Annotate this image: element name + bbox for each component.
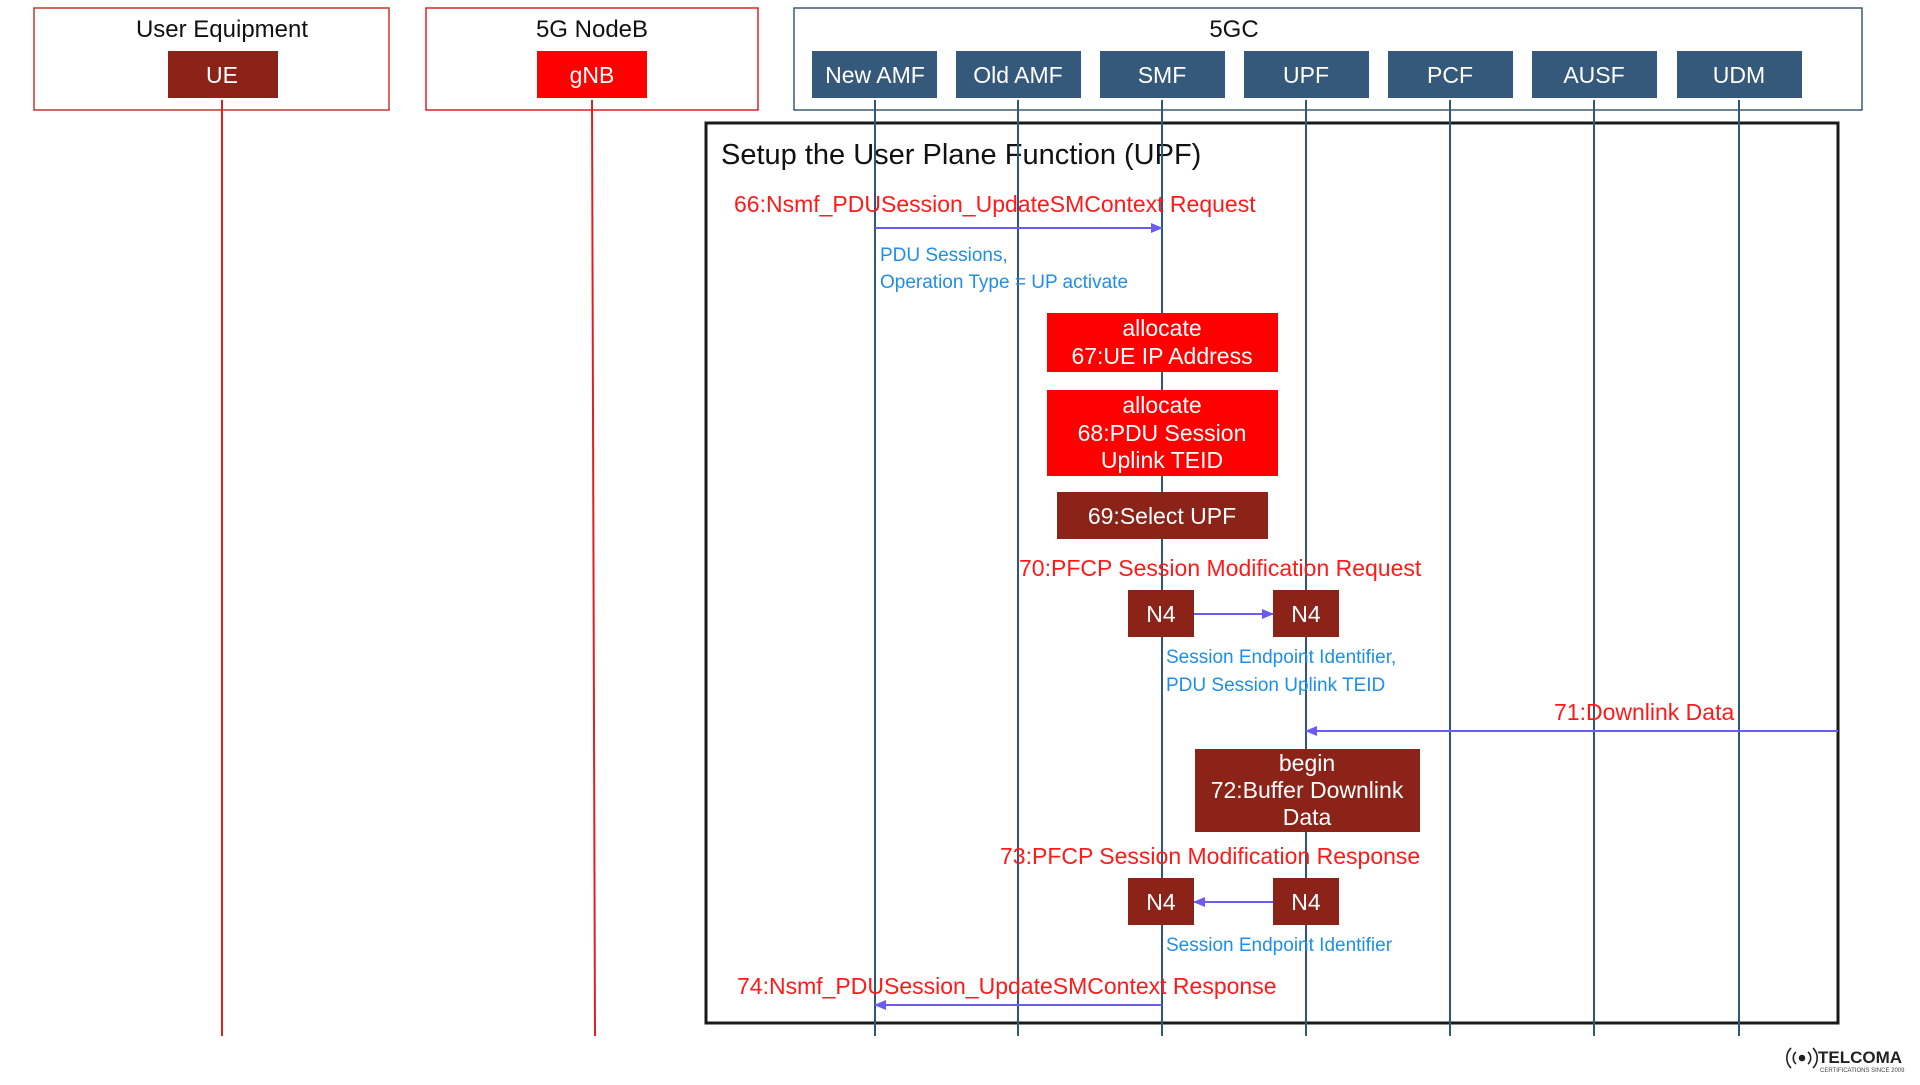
node-udm: UDM: [1677, 51, 1802, 98]
logo-name: TELCOMA: [1818, 1048, 1902, 1067]
node-ausf: AUSF: [1532, 51, 1657, 98]
action-72-box: begin 72:Buffer Downlink Data: [1195, 749, 1420, 832]
action-72-line2: 72:Buffer Downlink: [1211, 777, 1404, 803]
action-68-line2: 68:PDU Session: [1078, 420, 1247, 446]
n4-upf-response-label: N4: [1291, 889, 1321, 915]
lifeline-gnb: [591, 99, 596, 1037]
message-71-label: 71:Downlink Data: [1554, 699, 1734, 725]
action-67-box: allocate 67:UE IP Address: [1047, 313, 1278, 372]
node-ue: UE: [168, 51, 278, 98]
action-72-line3: Data: [1283, 804, 1332, 830]
node-new-amf-label: New AMF: [825, 62, 925, 88]
telcoma-logo: TELCOMA CERTIFICATIONS SINCE 2009: [1786, 1047, 1905, 1074]
node-smf-label: SMF: [1138, 62, 1187, 88]
node-old-amf-label: Old AMF: [973, 62, 1062, 88]
n4-upf-request-label: N4: [1291, 601, 1321, 627]
procedure-frame: [704, 121, 1840, 1025]
group-ue-box: [33, 7, 390, 111]
action-68-line1: allocate: [1122, 392, 1201, 418]
node-new-amf: New AMF: [812, 51, 937, 98]
group-core-box: [793, 7, 1863, 111]
group-core-title: 5GC: [1209, 16, 1258, 43]
group-ue-title: User Equipment: [136, 16, 308, 43]
node-pcf-label: PCF: [1427, 62, 1473, 88]
action-72-line1: begin: [1279, 750, 1335, 776]
message-70-note-line1: Session Endpoint Identifier,: [1166, 647, 1396, 668]
message-74-label: 74:Nsmf_PDUSession_UpdateSMContext Respo…: [737, 973, 1277, 999]
n4-smf-response-label: N4: [1146, 889, 1176, 915]
action-68-box: allocate 68:PDU Session Uplink TEID: [1047, 390, 1278, 476]
node-udm-label: UDM: [1713, 62, 1765, 88]
n4-smf-response: N4: [1128, 878, 1194, 925]
action-67-line2: 67:UE IP Address: [1071, 343, 1252, 369]
n4-upf-response: N4: [1273, 878, 1339, 925]
node-old-amf: Old AMF: [956, 51, 1081, 98]
action-67-line1: allocate: [1122, 315, 1201, 341]
group-gnb-title: 5G NodeB: [536, 16, 648, 43]
n4-upf-request: N4: [1273, 590, 1339, 637]
action-68-line3: Uplink TEID: [1101, 447, 1223, 473]
node-upf: UPF: [1244, 51, 1369, 98]
node-smf: SMF: [1100, 51, 1225, 98]
n4-smf-request-label: N4: [1146, 601, 1176, 627]
message-70-label: 70:PFCP Session Modification Request: [1019, 555, 1422, 581]
frame-title: Setup the User Plane Function (UPF): [721, 139, 1201, 171]
node-upf-label: UPF: [1283, 62, 1329, 88]
logo-tagline: CERTIFICATIONS SINCE 2009: [1820, 1068, 1905, 1074]
action-69-line1: 69:Select UPF: [1088, 503, 1236, 529]
node-pcf: PCF: [1388, 51, 1513, 98]
signal-icon: [1786, 1047, 1818, 1069]
message-66-note-line1: PDU Sessions,: [880, 245, 1008, 266]
node-ue-label: UE: [206, 62, 238, 88]
message-73-label: 73:PFCP Session Modification Response: [1000, 843, 1420, 869]
node-gnb: gNB: [537, 51, 647, 98]
message-70-note-line2: PDU Session Uplink TEID: [1166, 675, 1385, 696]
action-69-box: 69:Select UPF: [1057, 492, 1268, 539]
message-66-label: 66:Nsmf_PDUSession_UpdateSMContext Reque…: [734, 191, 1256, 217]
node-ausf-label: AUSF: [1563, 62, 1624, 88]
message-73-note-line1: Session Endpoint Identifier: [1166, 935, 1393, 956]
node-gnb-label: gNB: [570, 62, 615, 88]
message-66-note-line2: Operation Type = UP activate: [880, 272, 1128, 293]
n4-smf-request: N4: [1128, 590, 1194, 637]
